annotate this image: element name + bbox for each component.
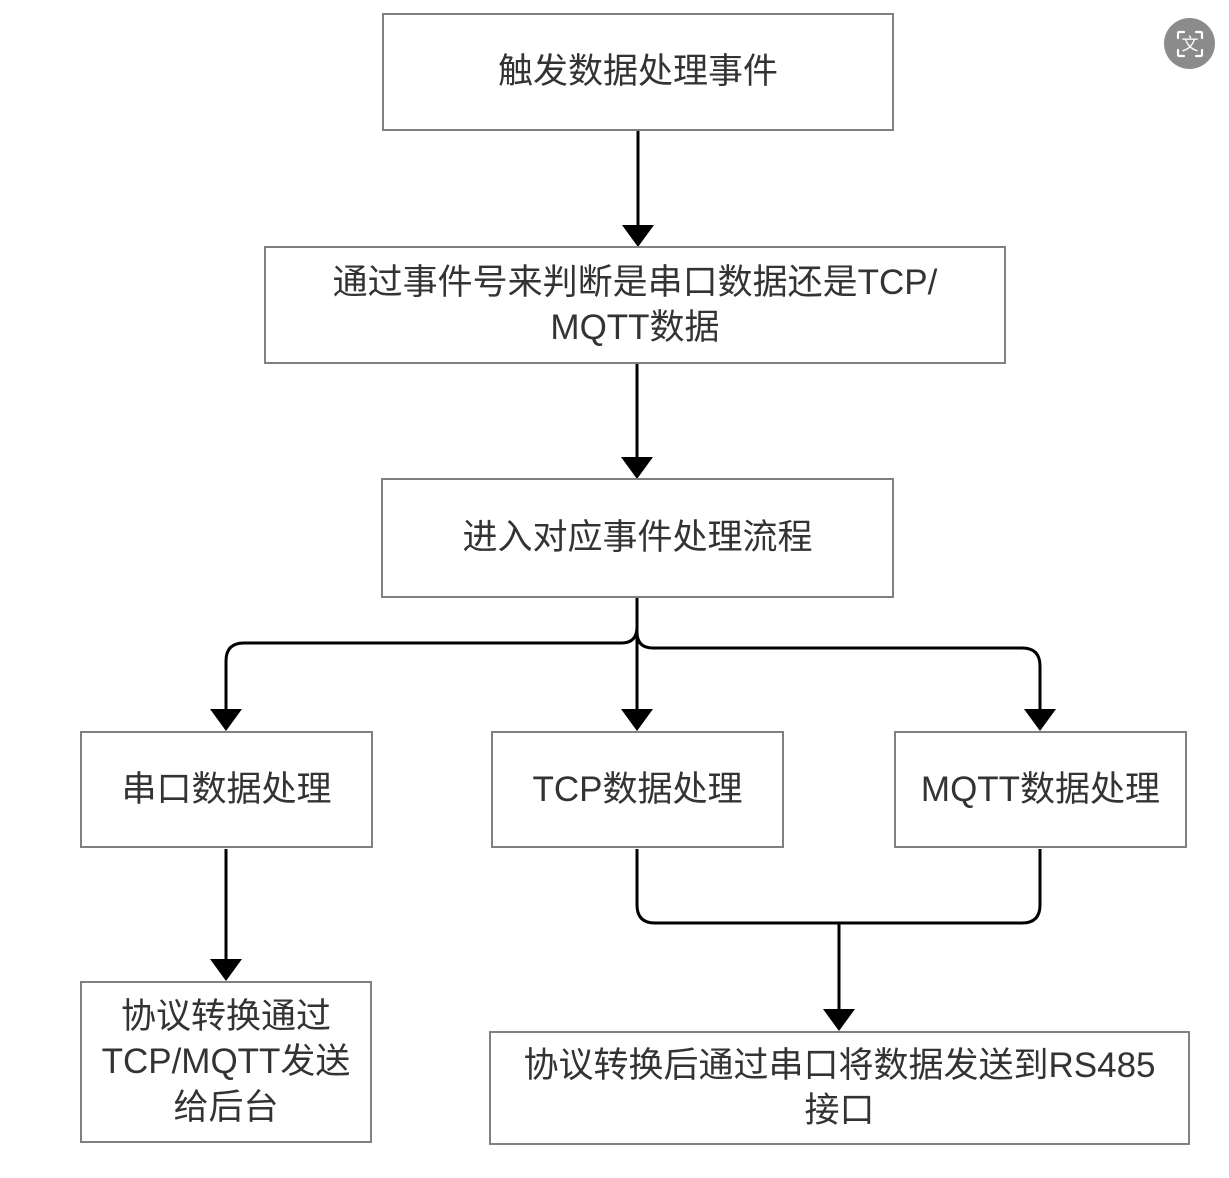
node-label-line: 协议转换后通过串口将数据发送到RS485 [523, 1045, 1156, 1085]
node-send-to-rs485: 协议转换后通过串口将数据发送到RS485 接口 [489, 1031, 1190, 1145]
node-label: 触发数据处理事件 [497, 52, 778, 92]
node-label-line: 接口 [804, 1091, 875, 1130]
edge-tcp-mqtt-merge [635, 849, 1042, 925]
node-label: TCP数据处理 [532, 769, 743, 809]
node-label-line: 给后台 [173, 1087, 279, 1127]
node-tcp-processing: TCP数据处理 [491, 731, 784, 848]
arrowhead-mqtt [1024, 709, 1056, 731]
node-label: 进入对应事件处理流程 [462, 518, 813, 558]
arrowhead-backend [210, 959, 242, 981]
arrowhead-serial [210, 709, 242, 731]
arrowhead-rs485 [823, 1009, 855, 1031]
node-judge-event-type: 通过事件号来判断是串口数据还是TCP/ MQTT数据 [264, 246, 1006, 364]
extract-text-button[interactable]: 文 [1164, 18, 1215, 69]
node-label-line: 协议转换通过 [120, 996, 331, 1036]
node-label: 串口数据处理 [121, 769, 332, 809]
node-serial-processing: 串口数据处理 [80, 731, 373, 848]
scan-text-glyph: 文 [1181, 35, 1198, 54]
node-label-line: 通过事件号来判断是串口数据还是TCP/ [332, 262, 938, 302]
arrowhead-tcp [621, 709, 653, 731]
node-label: MQTT数据处理 [920, 769, 1161, 809]
arrowhead-enter [621, 457, 653, 479]
node-send-to-backend: 协议转换通过 TCP/MQTT发送 给后台 [80, 981, 372, 1143]
node-label-line: TCP/MQTT发送 [101, 1042, 351, 1082]
node-enter-flow: 进入对应事件处理流程 [381, 478, 894, 598]
scan-text-icon: 文 [1176, 30, 1203, 57]
node-mqtt-processing: MQTT数据处理 [894, 731, 1187, 848]
edge-enter-mqtt [635, 602, 1042, 710]
edge-enter-serial [224, 600, 639, 710]
node-trigger-event: 触发数据处理事件 [382, 13, 894, 131]
node-label-line: MQTT数据 [550, 308, 720, 347]
arrowhead-judge [622, 225, 654, 247]
